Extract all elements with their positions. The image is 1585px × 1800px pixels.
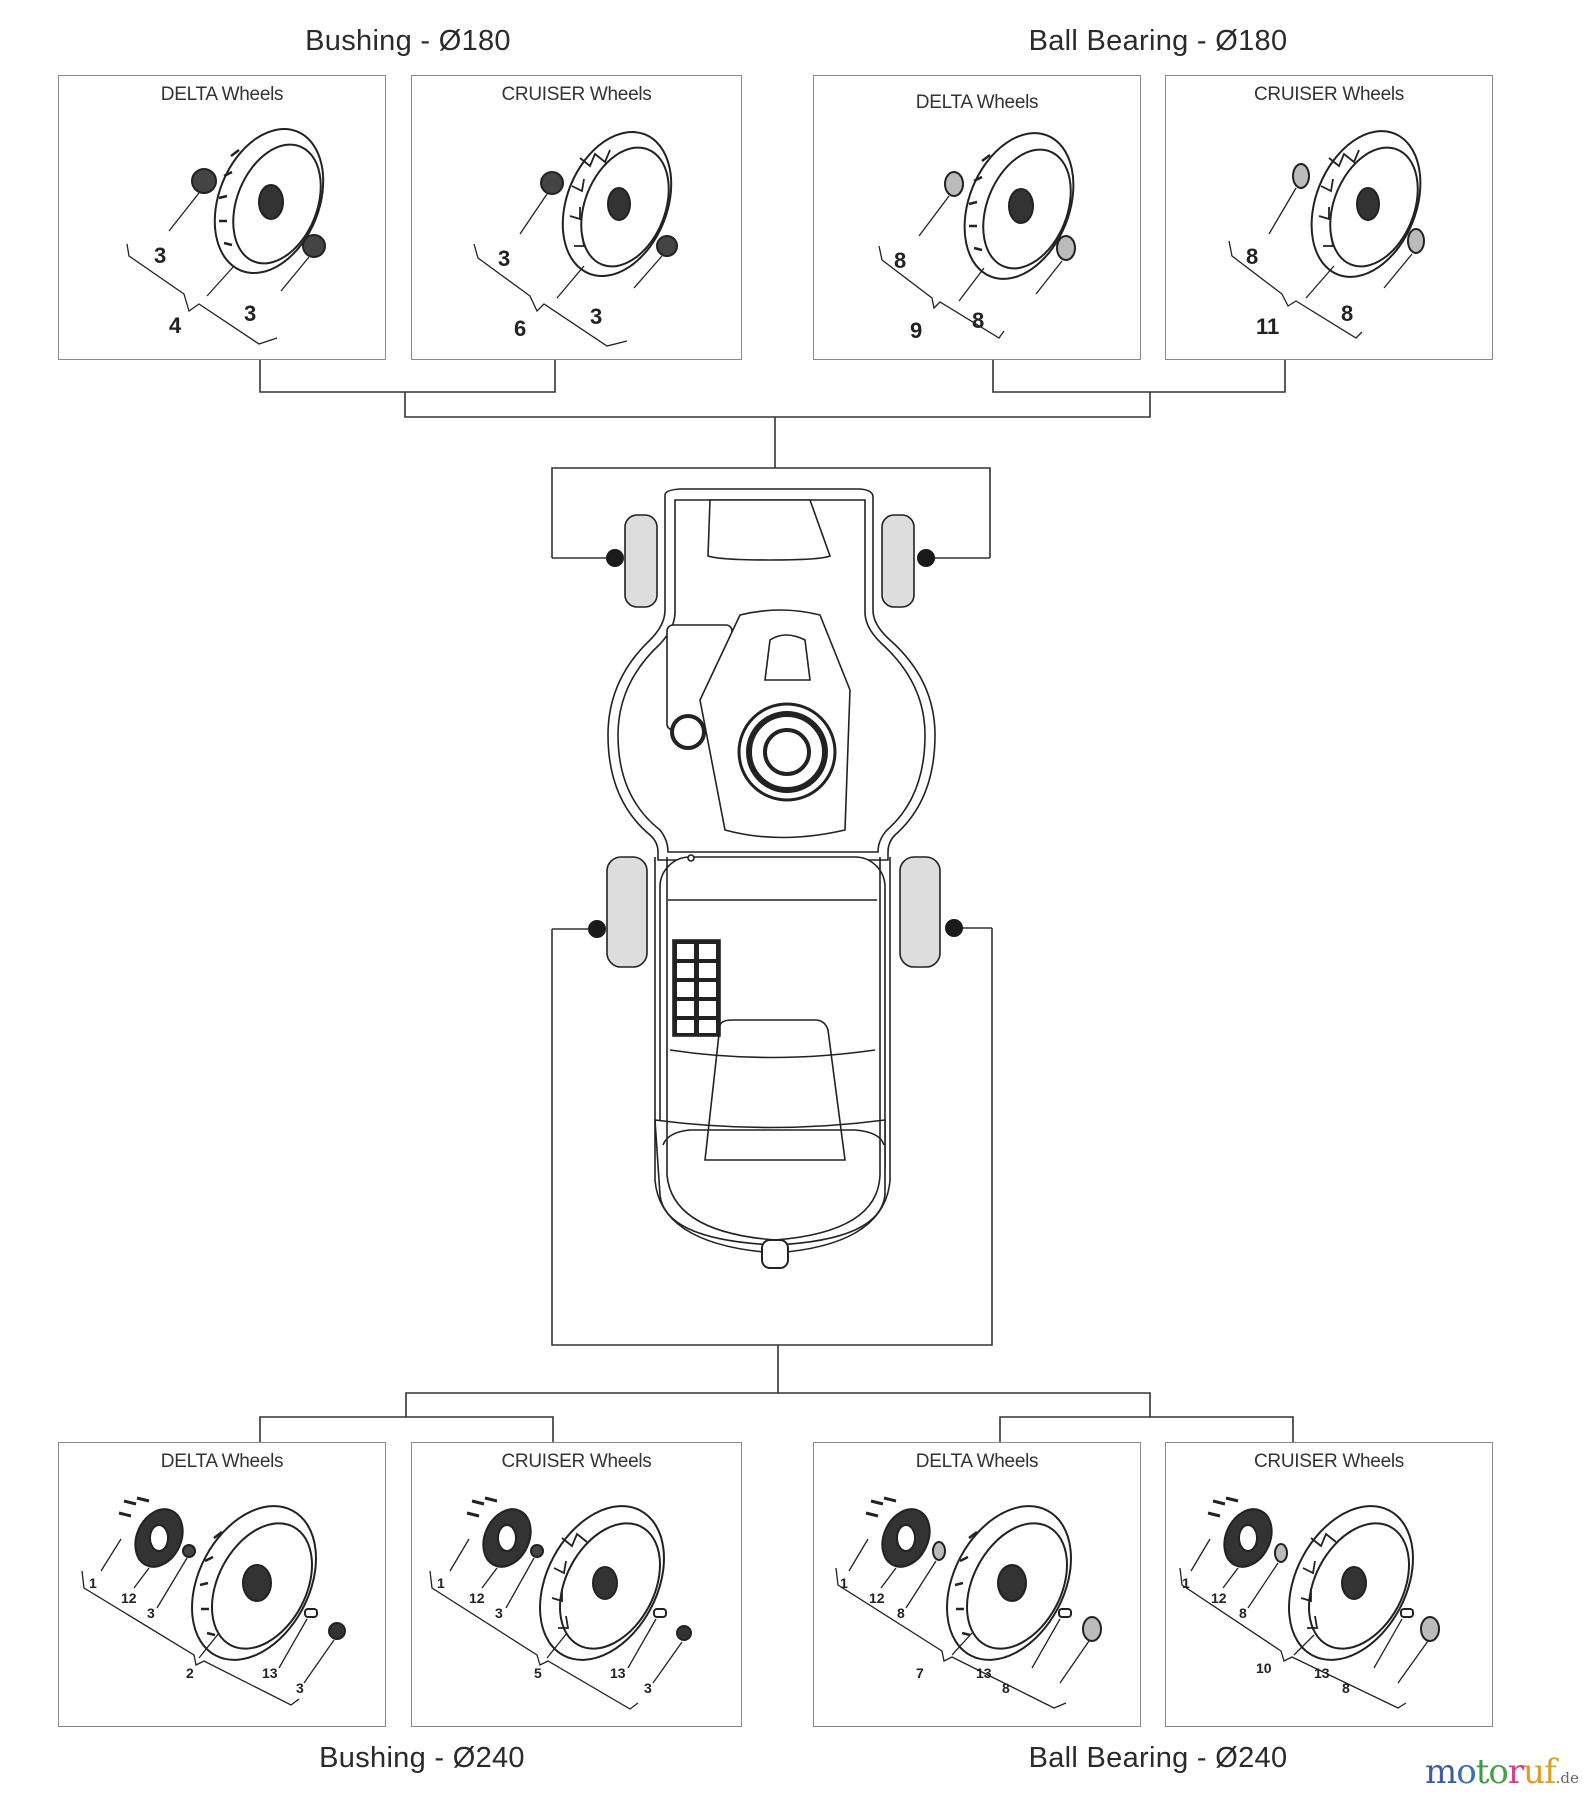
wheel-240-delta-bearing-exploded-view: 1 12 8 7 13 8 xyxy=(835,1496,1102,1709)
callout-label: 1 xyxy=(840,1575,848,1591)
wheel-240-delta-exploded-view: 1 12 3 2 13 3 xyxy=(81,1496,346,1706)
callout-label: 8 xyxy=(1341,301,1353,326)
callout-label: 13 xyxy=(262,1665,278,1681)
panel-title: CRUISER Wheels xyxy=(501,84,652,105)
logo-letter: o xyxy=(1488,1752,1509,1792)
panel-delta-bushing-240: DELTA Wheels 1 12 3 2 xyxy=(58,1442,386,1727)
group-title-ball-bearing-180: Ball Bearing - Ø180 xyxy=(1028,25,1288,57)
callout-label: 11 xyxy=(1256,314,1279,339)
callout-label: 5 xyxy=(534,1665,542,1681)
logo-letter: o xyxy=(1456,1752,1477,1792)
callout-label: 8 xyxy=(1239,1605,1247,1621)
panel-title: DELTA Wheels xyxy=(915,92,1039,113)
panel-title: DELTA Wheels xyxy=(915,1451,1039,1472)
panel-delta-ball-bearing-240: DELTA Wheels 1 12 8 7 xyxy=(813,1442,1141,1727)
callout-label: 3 xyxy=(644,1680,652,1696)
callout-label: 3 xyxy=(154,243,166,268)
mower-top-view xyxy=(606,488,941,1269)
panel-delta-ball-bearing-180: DELTA Wheels 8 9 8 xyxy=(813,75,1141,360)
callout-label: 8 xyxy=(972,308,984,333)
callout-label: 13 xyxy=(610,1665,626,1681)
motoruf-logo: motoruf.de xyxy=(1425,1752,1579,1792)
callout-label: 1 xyxy=(89,1575,97,1591)
panel-cruiser-bushing-240: CRUISER Wheels 1 12 3 5 xyxy=(411,1442,742,1727)
panel-delta-bushing-180: DELTA Wheels 3 4 3 xyxy=(58,75,386,360)
wheel-240-cruiser-bearing-exploded-view: 1 12 8 10 13 8 xyxy=(1179,1496,1440,1709)
panel-title: DELTA Wheels xyxy=(160,84,284,105)
group-title-bushing-240: Bushing - Ø240 xyxy=(319,1742,525,1774)
callout-label: 13 xyxy=(976,1665,992,1681)
logo-letter: r xyxy=(1507,1752,1524,1792)
callout-label: 3 xyxy=(147,1605,155,1621)
logo-suffix: .de xyxy=(1555,1769,1579,1787)
callout-label: 3 xyxy=(498,246,510,271)
callout-label: 12 xyxy=(121,1590,137,1606)
group-title-ball-bearing-240: Ball Bearing - Ø240 xyxy=(1028,1742,1288,1774)
callout-label: 4 xyxy=(169,313,182,338)
callout-label: 8 xyxy=(894,248,906,273)
callout-label: 3 xyxy=(495,1605,503,1621)
wheel-180-delta-bearing-exploded-view: 8 9 8 xyxy=(878,132,1076,343)
logo-letter: u xyxy=(1523,1752,1545,1792)
wheel-180-cruiser-exploded-view: 3 6 3 xyxy=(473,130,678,347)
callout-label: 12 xyxy=(469,1590,485,1606)
callout-label: 1 xyxy=(1182,1575,1190,1591)
callout-label: 8 xyxy=(897,1605,905,1621)
group-title-bushing-180: Bushing - Ø180 xyxy=(305,25,511,57)
callout-label: 10 xyxy=(1256,1660,1272,1676)
wheel-180-delta-exploded-view: 3 4 3 xyxy=(126,127,326,345)
callout-label: 3 xyxy=(244,301,256,326)
panel-title: DELTA Wheels xyxy=(160,1451,284,1472)
callout-label: 12 xyxy=(869,1590,885,1606)
panel-cruiser-ball-bearing-240: CRUISER Wheels 1 12 8 10 xyxy=(1165,1442,1493,1727)
panel-title: CRUISER Wheels xyxy=(1254,84,1404,105)
callout-label: 8 xyxy=(1342,1680,1350,1696)
logo-letter: m xyxy=(1425,1752,1457,1792)
panel-title: CRUISER Wheels xyxy=(501,1451,652,1472)
panel-cruiser-ball-bearing-180: CRUISER Wheels 8 11 8 xyxy=(1165,75,1493,360)
logo-letter: f xyxy=(1544,1752,1557,1792)
callout-label: 6 xyxy=(514,316,526,341)
panel-cruiser-bushing-180: CRUISER Wheels 3 6 3 xyxy=(411,75,742,360)
callout-label: 3 xyxy=(296,1680,304,1696)
logo-letter: t xyxy=(1475,1752,1490,1792)
panel-title: CRUISER Wheels xyxy=(1254,1451,1404,1472)
wheel-180-cruiser-bearing-exploded-view: 8 11 8 xyxy=(1228,130,1425,339)
callout-label: 9 xyxy=(910,318,922,343)
callout-label: 3 xyxy=(590,304,602,329)
callout-label: 1 xyxy=(437,1575,445,1591)
callout-label: 13 xyxy=(1314,1665,1330,1681)
callout-label: 8 xyxy=(1246,244,1258,269)
callout-label: 2 xyxy=(186,1665,194,1681)
wheel-240-cruiser-exploded-view: 1 12 3 5 13 3 xyxy=(429,1496,692,1710)
callout-label: 8 xyxy=(1002,1680,1010,1696)
callout-label: 12 xyxy=(1211,1590,1227,1606)
callout-label: 7 xyxy=(916,1665,924,1681)
